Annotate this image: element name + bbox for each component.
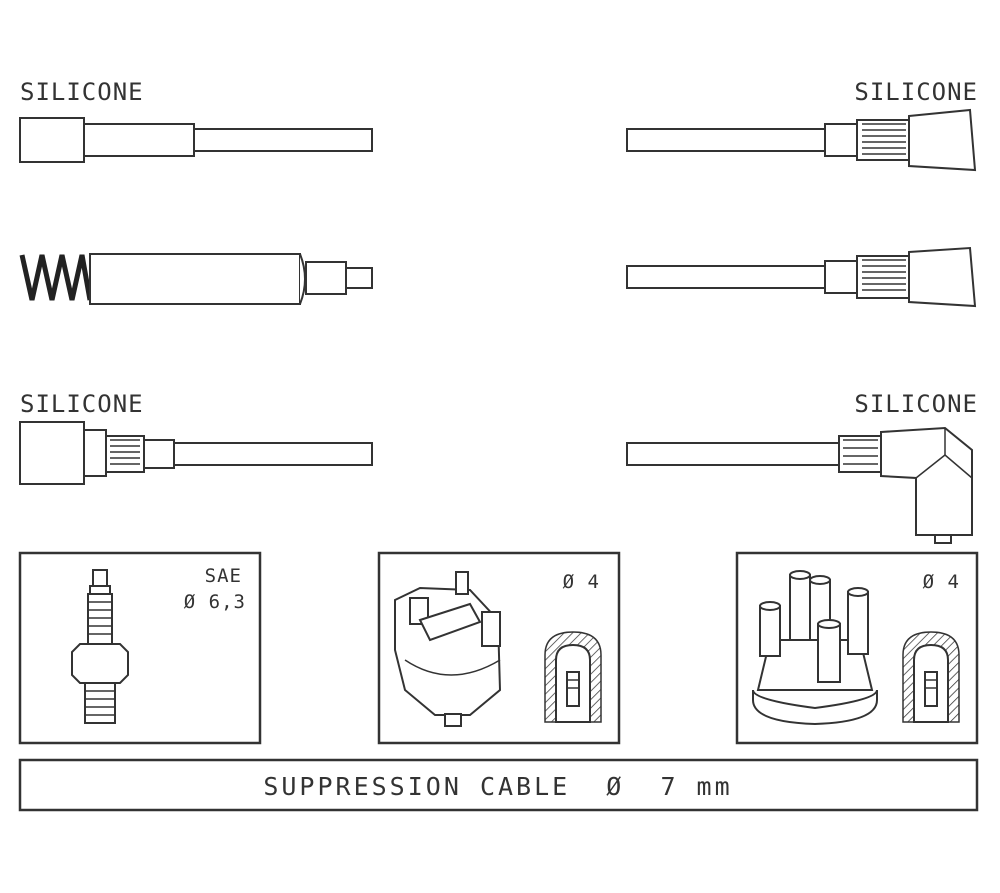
terminal-diameter-label-1: Ø 4 (563, 571, 600, 593)
cable-row2-left (19, 253, 373, 305)
caption-box: SUPPRESSION CABLE Ø 7 mm (18, 758, 979, 812)
distributor-cap-icon (394, 571, 502, 727)
silicone-label-top-right: SILICONE (854, 78, 978, 106)
panel-distributor-2: Ø 4 (735, 551, 979, 745)
panel-spark-plug: SAE Ø 6,3 (18, 551, 262, 745)
terminal-socket-icon-2 (902, 631, 960, 723)
suppression-cable-caption: SUPPRESSION CABLE Ø 7 mm (263, 772, 732, 801)
terminal-diameter-label-2: Ø 4 (923, 571, 960, 593)
distributor-cap-round-icon (752, 570, 878, 726)
silicone-label-mid-left: SILICONE (20, 390, 144, 418)
cable-row3-right (626, 426, 973, 544)
cable-row3-left (19, 421, 373, 485)
cable-row2-right (626, 246, 977, 308)
panel-distributor-1: Ø 4 (377, 551, 621, 745)
sae-label: SAE (205, 565, 242, 587)
silicone-label-top-left: SILICONE (20, 78, 144, 106)
terminal-socket-icon (544, 631, 602, 723)
cable-row1-left (19, 117, 373, 163)
silicone-label-mid-right: SILICONE (854, 390, 978, 418)
cable-row1-right (626, 108, 977, 172)
spark-plug-icon (71, 569, 129, 724)
terminal-diameter-label: Ø 6,3 (184, 591, 246, 613)
